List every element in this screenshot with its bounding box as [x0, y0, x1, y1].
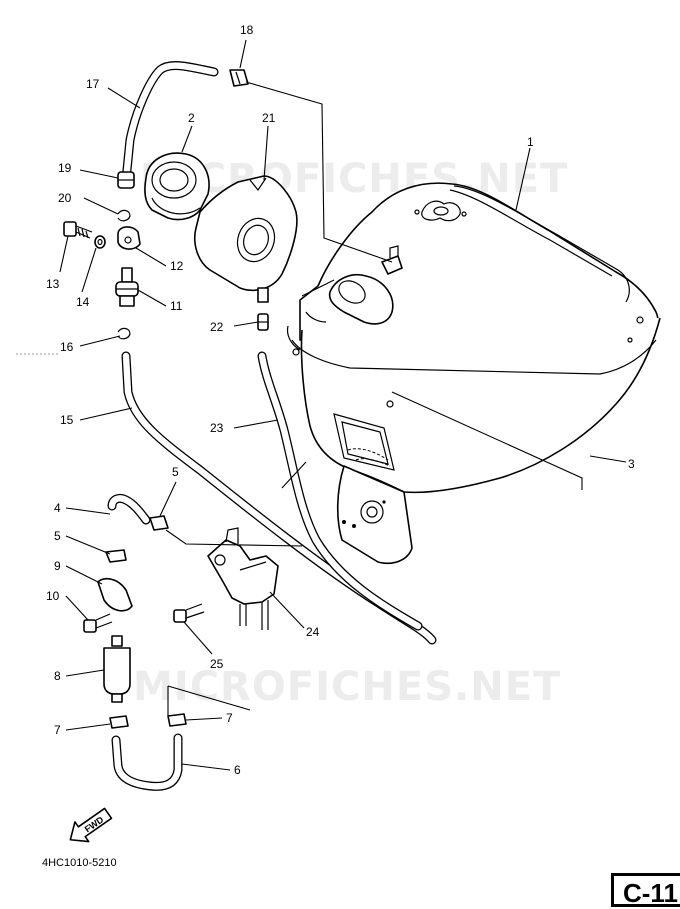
callout-12: 12	[170, 259, 184, 273]
reference-lines	[165, 81, 583, 716]
watermark-top: MICROFICHES.NET	[140, 156, 568, 202]
bolt-10	[83, 613, 113, 633]
joint-11	[115, 267, 139, 307]
callout-5-upper: 5	[172, 465, 179, 479]
grommet-2	[144, 152, 210, 221]
fitting-19	[117, 171, 135, 189]
callout-3: 3	[628, 457, 635, 471]
fuel-tank	[286, 182, 661, 564]
leader-lines	[59, 39, 627, 771]
callout-5-lower: 5	[54, 529, 61, 543]
clip-20	[117, 209, 131, 222]
callout-6: 6	[234, 763, 241, 777]
clip-18	[229, 69, 249, 87]
clamp-9	[97, 577, 133, 612]
filler-tube	[328, 274, 394, 325]
callout-11: 11	[170, 299, 183, 313]
callout-19: 19	[58, 161, 72, 175]
clip-7-right	[167, 713, 187, 727]
fwd-arrow: FWD	[69, 807, 113, 843]
filler-neck-21	[194, 175, 298, 303]
watermark-bottom: MICROFICHES.NET	[133, 664, 561, 710]
callout-23: 23	[210, 421, 224, 435]
bolt-13	[63, 221, 93, 239]
callout-4: 4	[54, 501, 61, 515]
callout-14: 14	[76, 295, 90, 309]
hose-4	[107, 493, 151, 525]
fuel-hose-23	[257, 351, 423, 631]
callout-7-left: 7	[54, 723, 61, 737]
breather-hose-17	[121, 61, 219, 185]
page-tag-label: C-11	[623, 878, 678, 908]
callout-13: 13	[46, 277, 60, 291]
callout-numbers: 18 17 2 21 1 19 20 13 14 12 11 16 22 15 …	[46, 23, 635, 777]
callout-7-right: 7	[226, 711, 233, 725]
fuel-filter-8	[103, 635, 131, 703]
clip-5-upper	[149, 515, 169, 531]
bolt-25	[173, 603, 205, 623]
part-code: 4HC1010-5210	[42, 857, 117, 869]
callout-15: 15	[60, 413, 74, 427]
page-tag: C-11	[611, 873, 680, 908]
callout-10: 10	[46, 589, 60, 603]
callout-8: 8	[54, 669, 61, 683]
clip-7-left	[109, 715, 129, 729]
clip-5-lower	[105, 549, 127, 563]
callout-22: 22	[210, 320, 224, 334]
callout-21: 21	[262, 111, 276, 125]
callout-1: 1	[527, 135, 534, 149]
callout-2: 2	[188, 111, 195, 125]
hose-6	[111, 733, 183, 791]
callout-24: 24	[306, 625, 320, 639]
clamp-12	[117, 226, 141, 250]
clip-16	[117, 327, 131, 340]
fuel-cock-24	[207, 527, 279, 630]
callout-20: 20	[58, 191, 72, 205]
callout-18: 18	[240, 23, 254, 37]
callout-25: 25	[210, 657, 224, 671]
washer-14	[94, 235, 106, 249]
fitting-22	[257, 313, 269, 331]
callout-16: 16	[60, 340, 74, 354]
callout-17: 17	[86, 77, 100, 91]
callout-9: 9	[54, 559, 61, 573]
